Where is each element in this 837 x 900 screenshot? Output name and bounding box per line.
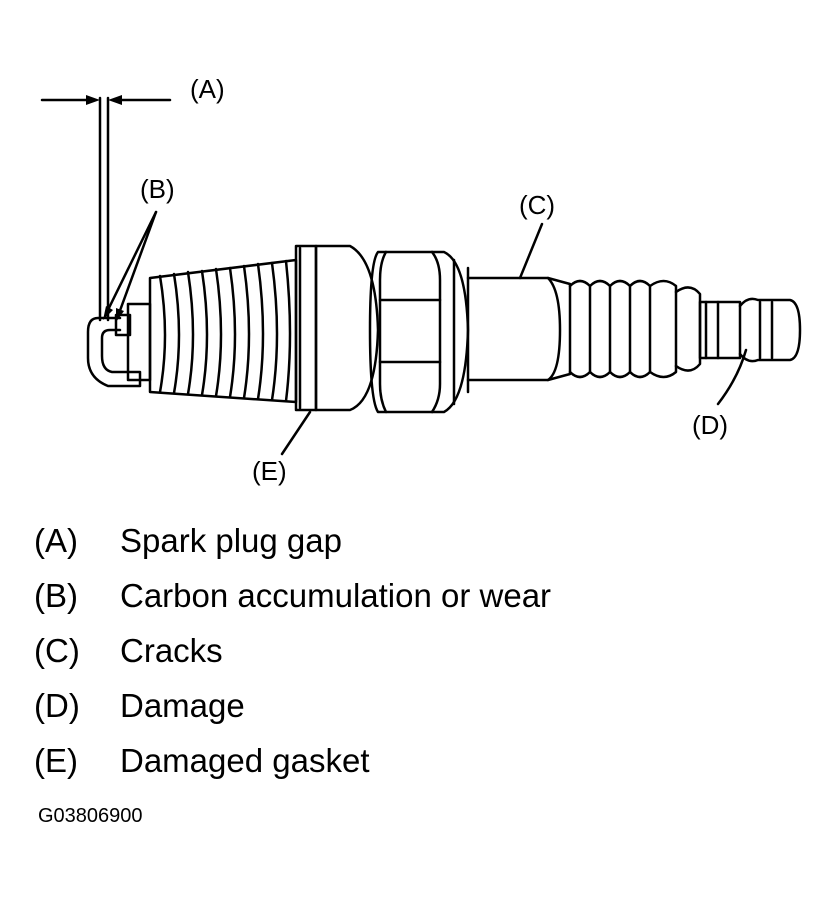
figure-code: G03806900 [38, 805, 143, 827]
terminal [698, 297, 802, 363]
legend-key: (B) [34, 577, 78, 614]
leader-e [280, 410, 312, 456]
legend-item: (B) Carbon accumulation or wear [34, 577, 551, 632]
legend-item: (A) Spark plug gap [34, 522, 551, 577]
leader-d [716, 348, 748, 406]
legend-key: (C) [34, 632, 80, 669]
legend-text: Cracks [120, 632, 223, 669]
leader-c [518, 222, 544, 280]
callout-a: (A) [190, 74, 225, 104]
legend-item: (D) Damage [34, 687, 551, 742]
legend-text: Spark plug gap [120, 522, 342, 559]
callout-b: (B) [140, 174, 175, 204]
callout-d: (D) [692, 410, 729, 440]
legend-text: Carbon accumulation or wear [120, 577, 552, 614]
center-electrode [114, 313, 132, 337]
ground-electrode [86, 316, 142, 388]
callout-c: (C) [519, 190, 556, 220]
callout-e: (E) [252, 456, 287, 486]
gap-dimension [40, 95, 172, 322]
spark-plug-diagram [40, 95, 802, 456]
hex-nut [368, 250, 470, 414]
legend-text: Damage [120, 687, 245, 724]
legend-key: (A) [34, 522, 78, 559]
insulator [466, 276, 702, 382]
leader-b [103, 210, 158, 322]
legend-item: (C) Cracks [34, 632, 551, 687]
legend-key: (D) [34, 687, 80, 724]
legend: (A) Spark plug gap (B) Carbon accumulati… [34, 522, 551, 797]
legend-key: (E) [34, 742, 78, 779]
legend-item: (E) Damaged gasket [34, 742, 551, 797]
thread-section [148, 258, 298, 404]
legend-text: Damaged gasket [120, 742, 370, 779]
